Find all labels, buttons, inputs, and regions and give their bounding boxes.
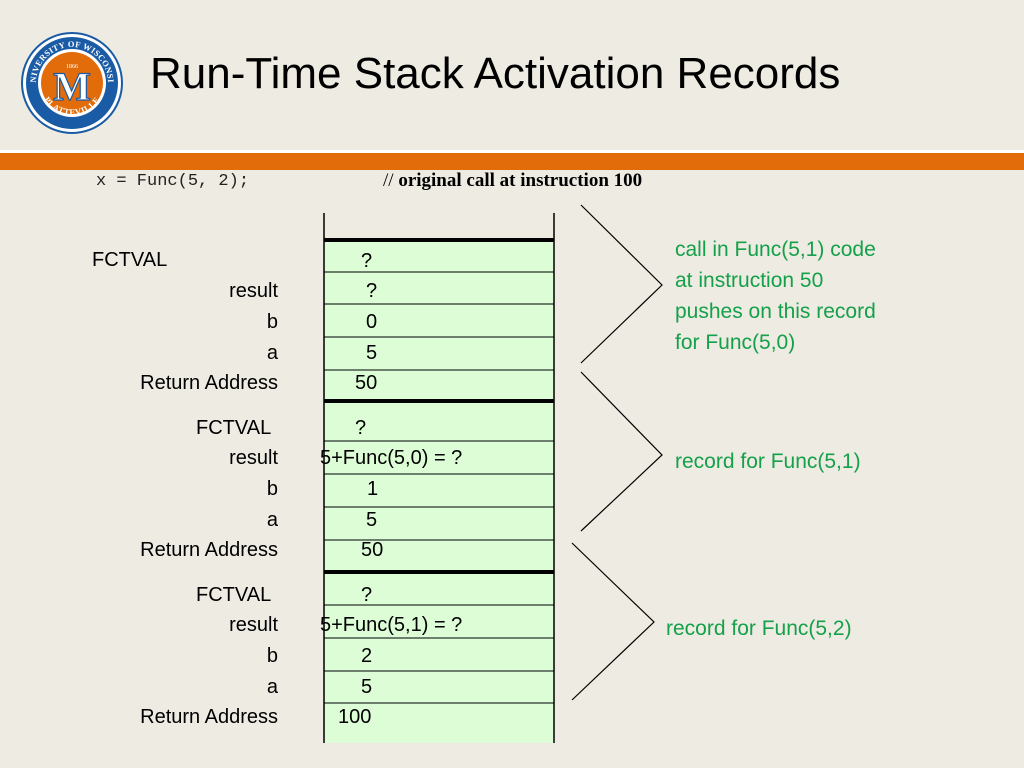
field-value-return-address: 50 xyxy=(355,372,378,394)
field-label-a: a xyxy=(266,342,278,364)
seal-year: 1866 xyxy=(66,64,78,70)
field-label-b: b xyxy=(266,645,278,667)
field-value-result: 5+Func(5,1) = ? xyxy=(320,614,463,636)
note-line: pushes on this record xyxy=(675,300,876,323)
field-label-b: b xyxy=(266,478,278,500)
note-record-1: call in Func(5,1) code at instruction 50… xyxy=(675,234,876,358)
field-label-b: b xyxy=(266,311,278,333)
note-record-2: record for Func(5,1) xyxy=(675,446,861,477)
brace-record-2 xyxy=(580,371,663,532)
note-line: call in Func(5,1) code xyxy=(675,238,876,261)
note-line: for Func(5,0) xyxy=(675,331,796,354)
code-line: x = Func(5, 2); xyxy=(96,172,250,191)
field-label-return-address: Return Address xyxy=(140,372,278,394)
comment-text: original call at instruction 100 xyxy=(398,170,643,191)
field-label-fctval: FCTVAL xyxy=(196,584,272,606)
field-value-a: 5 xyxy=(366,342,378,364)
field-value-fctval: ? xyxy=(361,250,373,272)
field-value-return-address: 100 xyxy=(338,706,372,728)
brace-record-1 xyxy=(580,204,663,364)
field-label-result: result xyxy=(229,280,278,302)
field-value-b: 0 xyxy=(366,311,378,333)
field-label-result: result xyxy=(229,614,278,636)
field-value-result: ? xyxy=(366,280,378,302)
stack-fill xyxy=(325,240,554,743)
note-line: record for Func(5,1) xyxy=(675,450,861,473)
field-label-return-address: Return Address xyxy=(140,539,278,561)
field-value-fctval: ? xyxy=(361,584,373,606)
field-label-return-address: Return Address xyxy=(140,706,278,728)
slide-header xyxy=(0,0,1024,150)
note-line: at instruction 50 xyxy=(675,269,824,292)
seal-letter: M xyxy=(53,64,91,109)
field-label-a: a xyxy=(266,676,278,698)
note-record-3: record for Func(5,2) xyxy=(666,613,852,644)
university-seal-logo: UNIVERSITY OF WISCONSIN PLATTEVILLE M 18… xyxy=(20,30,123,134)
field-value-result: 5+Func(5,0) = ? xyxy=(320,447,463,469)
field-label-fctval: FCTVAL xyxy=(196,417,272,439)
slide-title: Run-Time Stack Activation Records xyxy=(150,49,841,98)
comment-prefix: // xyxy=(383,170,399,191)
field-label-fctval: FCTVAL xyxy=(92,249,168,271)
orange-divider xyxy=(0,153,1024,170)
field-dividers xyxy=(324,271,554,704)
field-value-a: 5 xyxy=(366,509,378,531)
field-label-result: result xyxy=(229,447,278,469)
field-value-b: 1 xyxy=(367,478,379,500)
field-label-a: a xyxy=(266,509,278,531)
field-value-fctval: ? xyxy=(355,417,367,439)
note-line: record for Func(5,2) xyxy=(666,617,852,640)
code-comment: // original call at instruction 100 xyxy=(383,170,642,192)
field-value-b: 2 xyxy=(361,645,373,667)
brace-record-3 xyxy=(571,542,655,701)
field-value-return-address: 50 xyxy=(361,539,384,561)
field-value-a: 5 xyxy=(361,676,373,698)
